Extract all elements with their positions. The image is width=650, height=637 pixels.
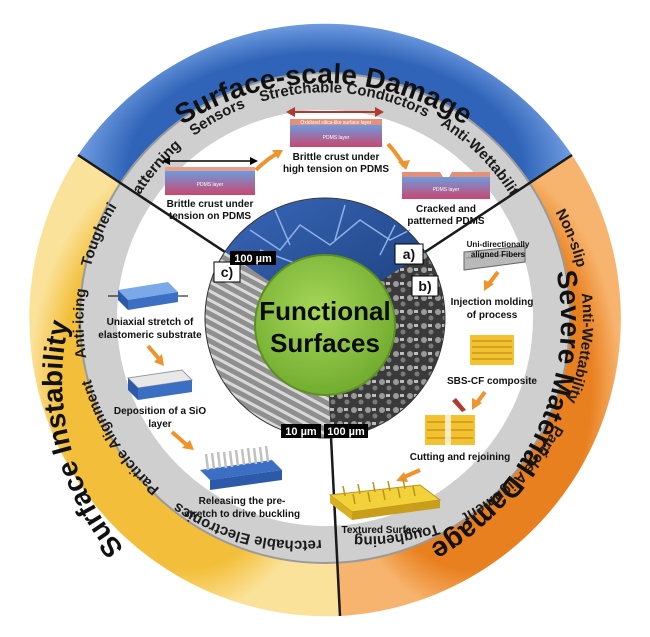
c-buckled-substrate [200,445,282,490]
c-step3-line1: Releasing the pre- [199,496,286,507]
c-step1-line2: elastomeric substrate [98,330,202,341]
sector-c-schematic: Uniaxial stretch of elastomeric substrat… [98,282,300,520]
svg-text:100 µm: 100 µm [234,253,272,265]
a-step3-line1: Cracked and [416,204,476,215]
scale-bar-b: 100 µm [324,424,368,438]
svg-text:10 µm: 10 µm [285,426,317,438]
c-substrate-1 [108,282,188,310]
c-substrate-2 [126,369,194,400]
app-anti-icing: Anti-icing [70,287,90,359]
b-step5-line1: Textured Surface [342,525,423,536]
panel-c-label: c) [213,261,241,283]
a-step1-slab: PDMS layer [162,157,258,195]
knife-icon [452,398,466,412]
a-step2-line2: high tension on PDMS [283,164,389,175]
b-step4-line1: Cutting and rejoining [410,452,511,463]
panel-a-label: a) [394,243,424,265]
svg-text:PDMS layer: PDMS layer [433,187,460,193]
b-cut-block [425,413,475,447]
svg-text:PDMS layer: PDMS layer [323,135,350,141]
scale-bar-c: 10 µm [281,424,321,438]
svg-text:c): c) [221,264,233,280]
b-step1-line2: aligned Fibers [471,250,526,259]
svg-text:Oxidized silica-like surface l: Oxidized silica-like surface layer [300,120,371,126]
c-step3-line2: stretch to drive buckling [184,509,300,520]
svg-text:b): b) [418,278,431,294]
b-step2-line1: Injection molding [451,297,534,308]
a-step1-line2: tension on PDMS [169,211,252,222]
scale-bar-a: 100 µm [230,251,276,265]
a-step3-line2: patterned PDMS [407,216,485,227]
b-textured-surface [328,478,442,520]
sector-a-schematic: PDMS layer Brittle crust under tension o… [162,107,490,227]
sector-b-schematic: Uni-directionally aligned Fibers Injecti… [328,240,537,536]
center-circle [254,254,396,396]
panel-b-label: b) [411,275,439,297]
c-step1-line1: Uniaxial stretch of [107,317,194,328]
b-step1-line1: Uni-directionally [467,240,530,249]
svg-text:PDMS layer: PDMS layer [197,182,224,188]
svg-text:a): a) [403,246,415,262]
center-title-line1: Functional [259,296,390,326]
a-step2-slab: Oxidized silica-like surface layer PDMS … [286,107,384,147]
svg-text:100 µm: 100 µm [327,426,365,438]
c-step2-line2: layer [148,419,171,430]
c-step2-line1: Deposition of a SiO [114,406,206,417]
b-step3-line1: SBS-CF composite [447,376,537,387]
a-step3-slab: PDMS layer [402,172,490,199]
b-step2-line2: of process [467,310,518,321]
a-step2-line1: Brittle crust under [293,152,380,163]
center-title-line2: Surfaces [270,328,380,358]
b-composite-block [470,335,514,365]
a-step1-line1: Brittle crust under [167,199,254,210]
b-fiber-bundle [463,245,526,271]
